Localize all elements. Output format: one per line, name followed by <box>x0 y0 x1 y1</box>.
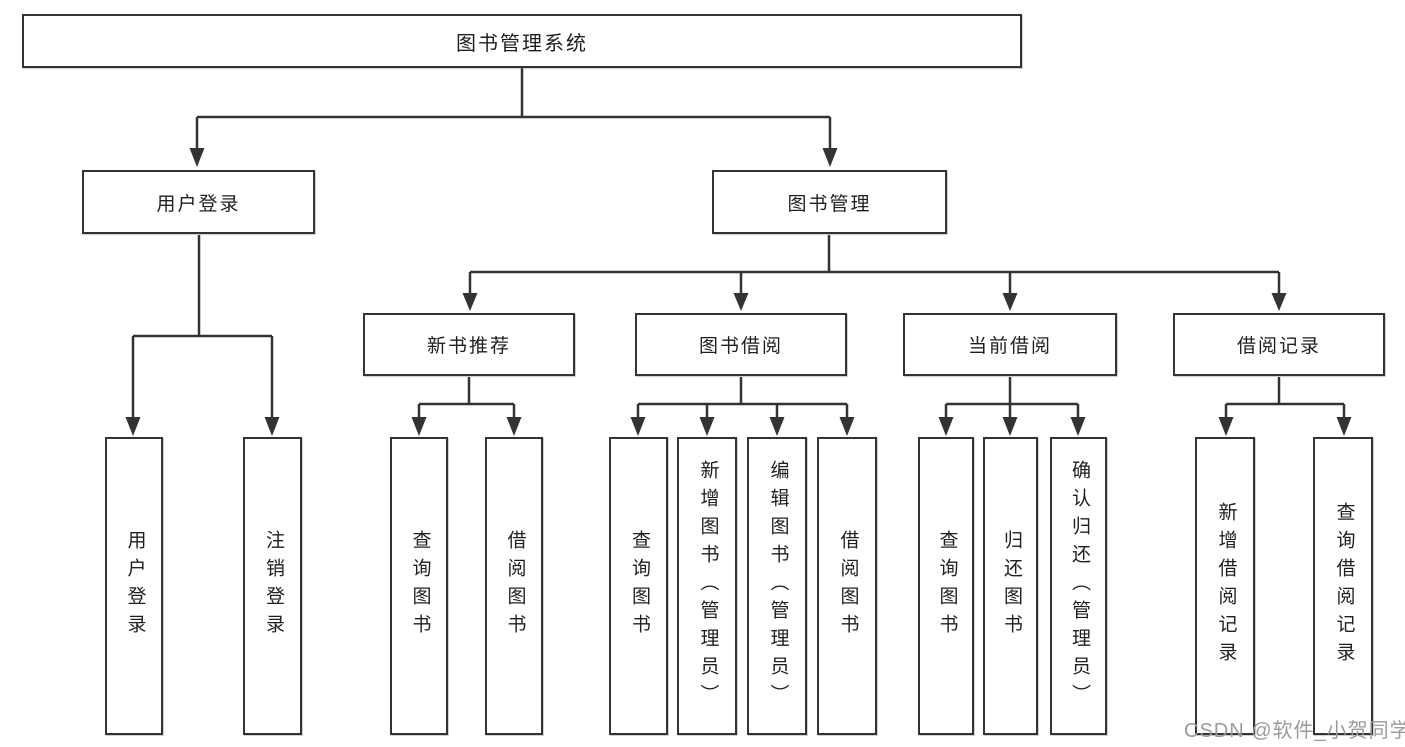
csdn-watermark: CSDN @软件_小贺同学 <box>1184 720 1405 742</box>
node-user-login: 用户登录 <box>82 170 315 234</box>
node-root-label: 图书管理系统 <box>456 32 588 55</box>
leaf-query-books-borrow: 查询图书 <box>609 437 668 735</box>
arrowheads <box>125 148 1352 436</box>
leaf-edit-book-admin-label: 编辑图书（管理员） <box>767 460 789 712</box>
leaf-add-borrow-record-label: 新增借阅记录 <box>1215 502 1237 670</box>
leaf-query-books-current-label: 查询图书 <box>936 530 958 642</box>
leaf-query-books-current: 查询图书 <box>918 437 974 735</box>
leaf-query-books-recommend: 查询图书 <box>390 437 448 735</box>
node-current-borrow: 当前借阅 <box>903 313 1117 376</box>
leaf-query-books-recommend-label: 查询图书 <box>409 530 431 642</box>
leaf-user-login: 用户登录 <box>105 437 163 735</box>
leaf-edit-book-admin: 编辑图书（管理员） <box>747 437 807 735</box>
leaf-return-book-label: 归还图书 <box>1000 530 1022 642</box>
node-book-borrow: 图书借阅 <box>635 313 847 376</box>
node-new-book-recommend: 新书推荐 <box>363 313 575 376</box>
node-current-borrow-label: 当前借阅 <box>967 336 1052 357</box>
leaf-add-borrow-record: 新增借阅记录 <box>1195 437 1255 735</box>
leaf-add-book-admin-label: 新增图书（管理员） <box>697 460 719 712</box>
leaf-query-books-borrow-label: 查询图书 <box>628 530 650 642</box>
leaf-logout-label: 注销登录 <box>262 530 284 642</box>
node-borrow-records-label: 借阅记录 <box>1236 336 1321 357</box>
node-book-management-label: 图书管理 <box>787 193 872 215</box>
leaf-confirm-return-admin-label: 确认归还（管理员） <box>1068 460 1090 712</box>
leaf-borrow-books-label: 借阅图书 <box>837 530 859 642</box>
node-user-login-label: 用户登录 <box>156 193 241 215</box>
leaf-borrow-books: 借阅图书 <box>817 437 877 735</box>
leaf-query-borrow-record-label: 查询借阅记录 <box>1333 502 1355 670</box>
leaf-add-book-admin: 新增图书（管理员） <box>677 437 737 735</box>
node-borrow-records: 借阅记录 <box>1173 313 1385 376</box>
node-book-management: 图书管理 <box>712 170 947 234</box>
leaf-borrow-books-recommend-label: 借阅图书 <box>504 530 526 642</box>
leaf-return-book: 归还图书 <box>983 437 1038 735</box>
leaf-query-borrow-record: 查询借阅记录 <box>1313 437 1373 735</box>
node-book-borrow-label: 图书借阅 <box>698 336 783 357</box>
leaf-logout: 注销登录 <box>243 437 302 735</box>
node-new-book-recommend-label: 新书推荐 <box>426 336 511 357</box>
leaf-user-login-label: 用户登录 <box>124 530 146 642</box>
leaf-confirm-return-admin: 确认归还（管理员） <box>1050 437 1107 735</box>
leaf-borrow-books-recommend: 借阅图书 <box>485 437 543 735</box>
node-root: 图书管理系统 <box>22 14 1022 68</box>
